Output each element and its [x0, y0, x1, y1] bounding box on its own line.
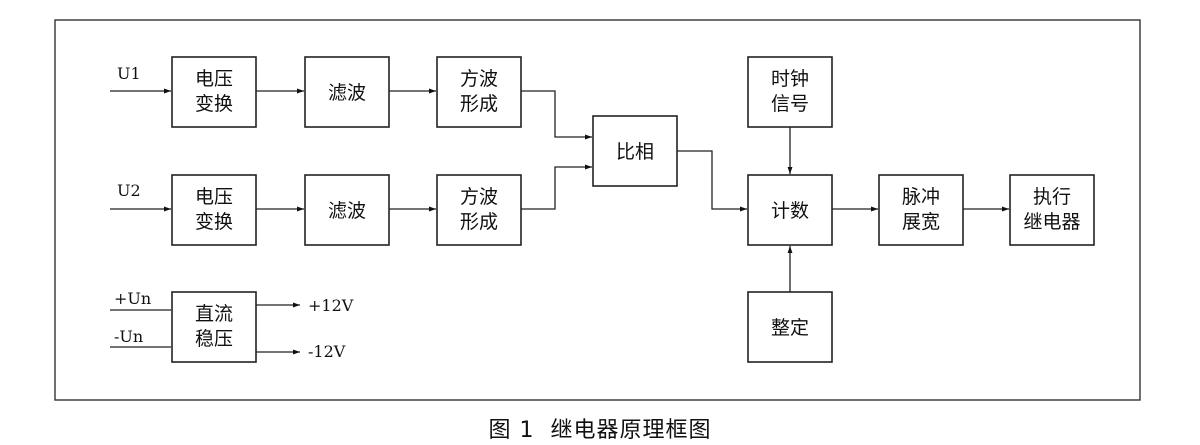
block-voltage-transform-2: 电压 变换 — [171, 174, 257, 246]
block-voltage-transform-1-line2: 变换 — [195, 93, 233, 115]
block-pulse-widen-line2: 展宽 — [902, 211, 940, 233]
block-filter-1-label: 滤波 — [328, 82, 366, 104]
arrow-square-wave-2-to-phase-compare — [521, 164, 592, 210]
block-clock-signal-line2: 信号 — [771, 93, 809, 115]
signal-u1-label: U1 — [117, 64, 141, 83]
block-setting-label: 整定 — [771, 317, 809, 339]
block-setting: 整定 — [747, 291, 833, 363]
block-dc-regulator: 直流 稳压 — [171, 291, 257, 363]
figure-number: 图 1 — [488, 418, 535, 443]
block-square-wave-1-line2: 形成 — [460, 93, 498, 115]
block-clock-signal-line1: 时钟 — [771, 68, 809, 90]
block-square-wave-1-line1: 方波 — [460, 68, 498, 90]
output-plus-12v-label: +12V — [308, 296, 354, 315]
block-relay-exec: 执行 继电器 — [1009, 174, 1095, 246]
block-relay-exec-line1: 执行 — [1033, 186, 1071, 208]
arrow-square-wave-1-to-phase-compare — [521, 90, 592, 140]
block-phase-compare-label: 比相 — [616, 141, 654, 163]
block-clock-signal: 时钟 信号 — [747, 56, 833, 128]
block-voltage-transform-1: 电压 变换 — [171, 56, 257, 128]
block-voltage-transform-2-line2: 变换 — [195, 211, 233, 233]
output-minus-12v-label: -12V — [308, 342, 346, 361]
block-dc-regulator-line2: 稳压 — [195, 328, 233, 350]
block-square-wave-2: 方波 形成 — [436, 174, 522, 246]
arrow-phase-compare-to-counter — [677, 150, 747, 212]
signal-u2-label: U2 — [117, 181, 141, 200]
block-phase-compare: 比相 — [592, 115, 678, 187]
block-square-wave-2-line2: 形成 — [460, 211, 498, 233]
block-square-wave-1: 方波 形成 — [436, 56, 522, 128]
block-filter-2: 滤波 — [304, 174, 390, 246]
block-voltage-transform-2-line1: 电压 — [195, 186, 233, 208]
block-counter: 计数 — [747, 174, 833, 246]
diagram-frame — [54, 19, 1141, 401]
figure-title: 继电器原理框图 — [550, 418, 712, 443]
block-dc-regulator-line1: 直流 — [195, 303, 233, 325]
block-filter-1: 滤波 — [304, 56, 390, 128]
signal-minus-un-label: -Un — [114, 327, 143, 346]
block-pulse-widen-line1: 脉冲 — [902, 186, 940, 208]
block-filter-2-label: 滤波 — [328, 200, 366, 222]
block-pulse-widen: 脉冲 展宽 — [878, 174, 964, 246]
figure-caption: 图 1 继电器原理框图 — [0, 412, 1200, 444]
signal-plus-un-label: +Un — [114, 289, 151, 308]
block-voltage-transform-1-line1: 电压 — [195, 68, 233, 90]
block-relay-exec-line2: 继电器 — [1023, 211, 1080, 233]
block-counter-label: 计数 — [771, 200, 809, 222]
block-square-wave-2-line1: 方波 — [460, 186, 498, 208]
